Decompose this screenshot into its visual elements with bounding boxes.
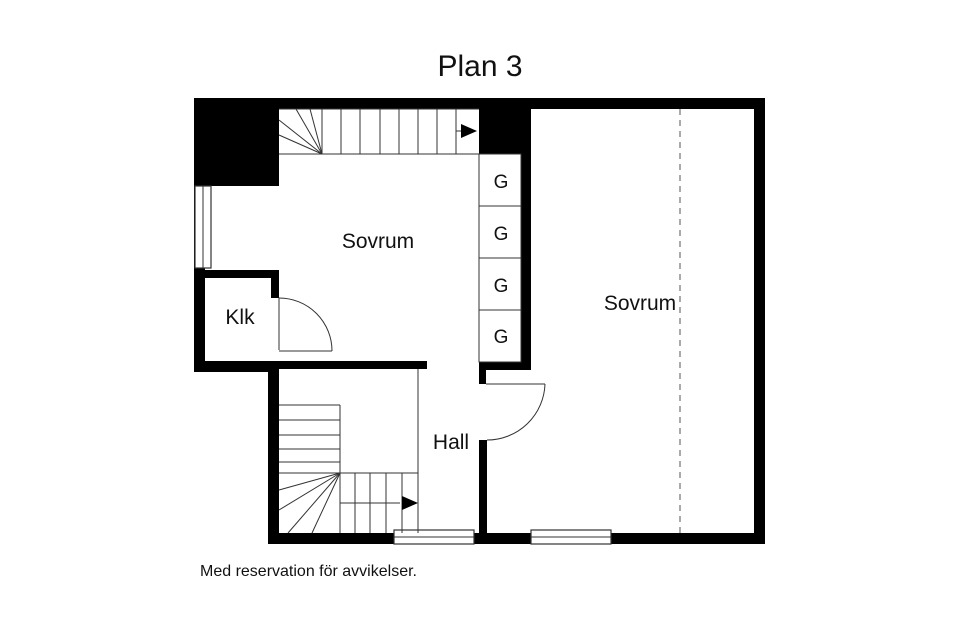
- window-bottom-right: [530, 529, 612, 545]
- wall-bottom: [268, 533, 765, 544]
- room-label-bedroom-right: Sovrum: [604, 292, 676, 315]
- disclaimer-text: Med reservation för avvikelser.: [200, 563, 417, 580]
- plan-title: Plan 3: [437, 50, 523, 83]
- wardrobe-label: G: [494, 172, 509, 193]
- room-label-closet: Klk: [225, 306, 255, 329]
- walls: [194, 98, 765, 544]
- wall-right: [754, 98, 765, 544]
- room-label-hall: Hall: [433, 431, 469, 454]
- wall-left-lower: [268, 361, 279, 544]
- window-bottom-left: [393, 529, 475, 545]
- window-left: [194, 185, 212, 269]
- wall-hall-right: [479, 440, 487, 540]
- wardrobe-column: [478, 153, 522, 363]
- wall-partition-stub: [479, 362, 531, 370]
- stair-arrow-lower: [402, 496, 418, 510]
- wardrobe-label: G: [494, 224, 509, 245]
- chimney-left: [194, 98, 279, 186]
- wall-hall-door-jamb: [479, 362, 486, 384]
- stair-arrow-upper: [461, 124, 477, 138]
- door-hall: [486, 383, 546, 441]
- wardrobe-label: G: [494, 276, 509, 297]
- wall-closet-top: [194, 270, 279, 278]
- staircase-upper: [278, 108, 479, 155]
- staircase-lower: [278, 369, 419, 534]
- wall-closet-bottom: [194, 361, 279, 372]
- door-closet: [278, 297, 333, 352]
- wall-stair-top: [279, 361, 427, 369]
- wall-partition-vertical: [521, 98, 531, 370]
- wardrobe-label: G: [494, 327, 509, 348]
- wall-closet-jamb: [271, 270, 279, 298]
- room-label-bedroom-left: Sovrum: [342, 230, 414, 253]
